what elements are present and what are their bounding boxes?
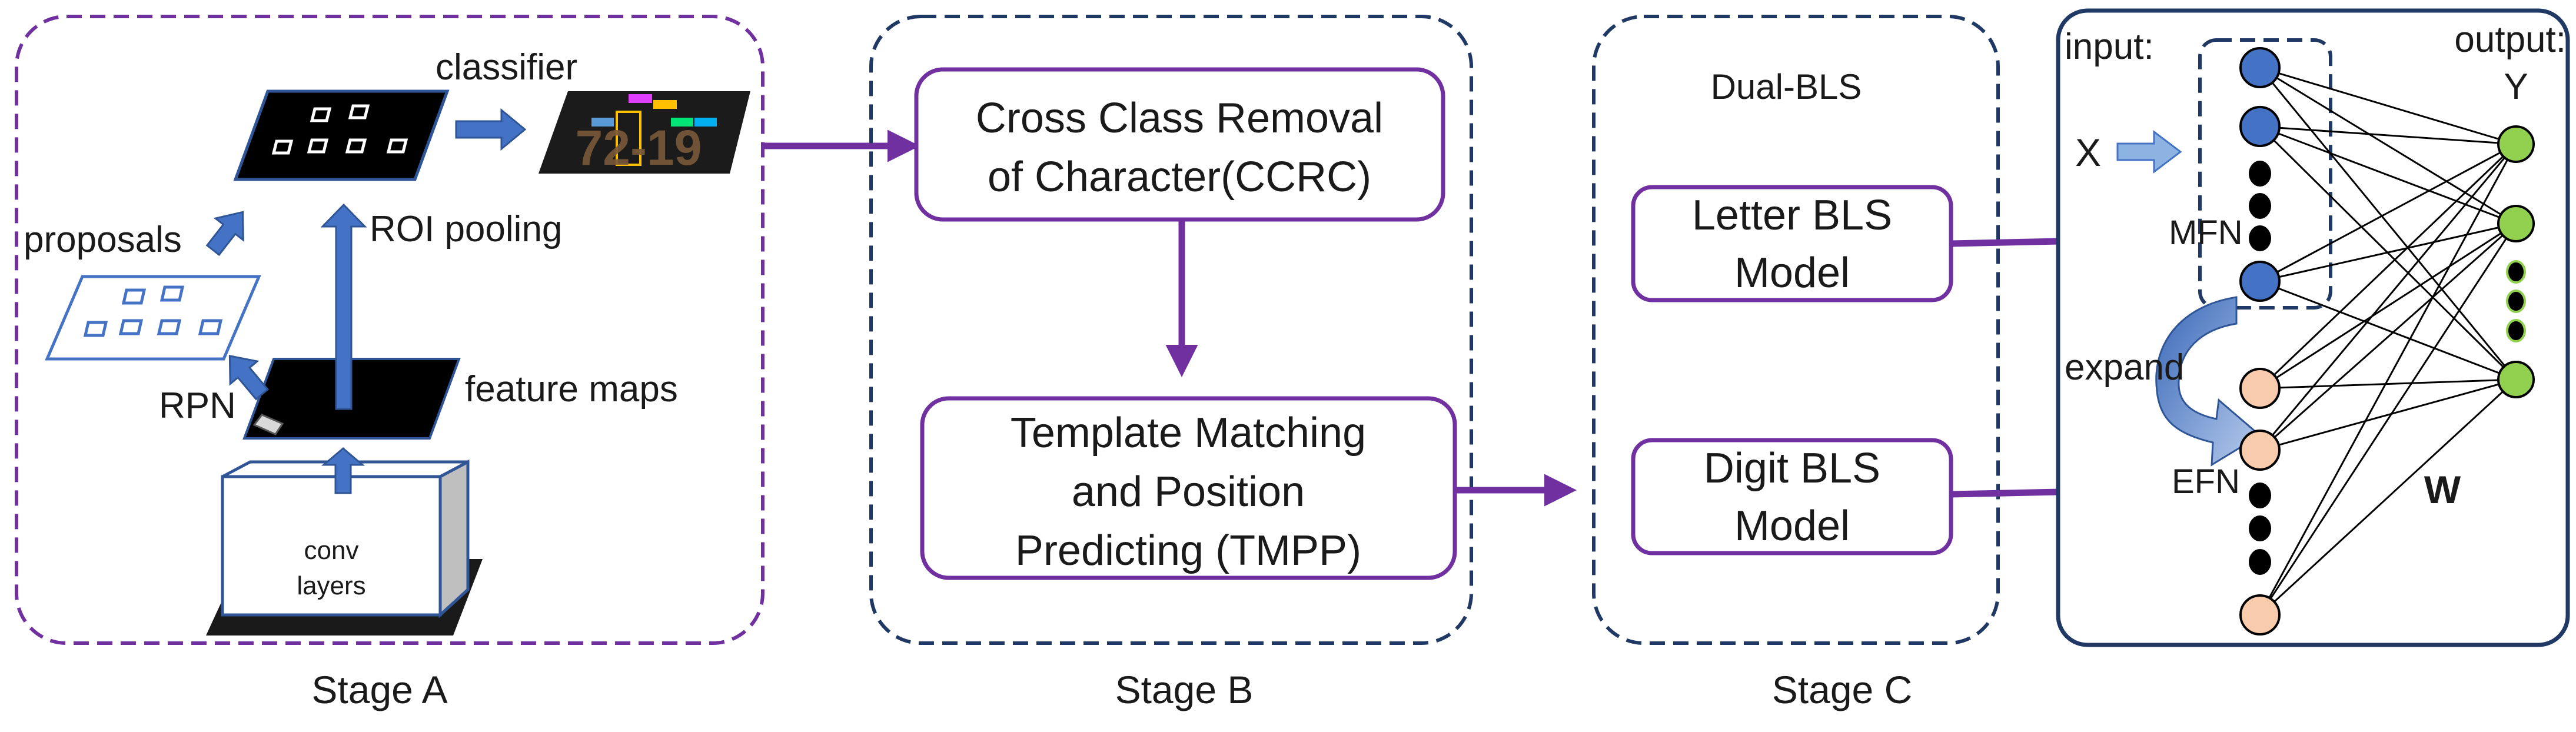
y-label: Y: [2504, 66, 2528, 107]
network-connections: [2259, 66, 2517, 616]
efn-label: EFN: [2172, 463, 2240, 501]
efn-node: [2239, 430, 2281, 471]
ccrc-line1: Cross Class Removal: [976, 95, 1383, 142]
conv-label-line1: conv: [304, 536, 359, 565]
conv-layers-block: conv layers: [206, 459, 483, 635]
mfn-nodes: [2239, 47, 2281, 302]
expand-label: expand: [2065, 347, 2184, 388]
output-node: [2497, 205, 2535, 242]
roi-pooling-arrow: [320, 203, 367, 410]
stage-b-frame: [869, 15, 1473, 645]
proposals-plane: [45, 275, 261, 361]
expand-arrow: [2155, 296, 2262, 467]
stage-a-caption: Stage A: [311, 668, 447, 711]
rpn-label: RPN: [159, 385, 236, 426]
stage-c-frame: [1592, 15, 2000, 645]
mfn-node: [2239, 261, 2281, 302]
ccrc-line2: of Character(CCRC): [988, 154, 1371, 201]
digit-bls-box: [1631, 438, 1953, 555]
plate-tag-yellow: [653, 100, 677, 109]
w-label: W: [2424, 468, 2461, 511]
output-node: [2497, 125, 2535, 163]
letter-bls-line1: Letter BLS: [1692, 192, 1892, 239]
roi-pooling-label: ROI pooling: [370, 209, 562, 249]
plate-tag-cyan: [694, 118, 717, 127]
mfn-node: [2239, 106, 2281, 147]
conv-box-front: [221, 475, 442, 617]
stage-c-caption: Stage C: [1772, 668, 1912, 711]
output-node: [2497, 361, 2535, 398]
mfn-label: MFN: [2169, 214, 2243, 252]
stage-a: conv layers feature maps RPN proposa: [15, 15, 765, 711]
digit-bls-line2: Model: [1734, 503, 1850, 550]
digit-bls-line1: Digit BLS: [1704, 445, 1880, 492]
tmpp-line1: Template Matching: [1011, 410, 1366, 457]
mfn-ellipsis: [2249, 161, 2271, 251]
efn-node: [2239, 368, 2281, 409]
output-nodes: [2497, 125, 2535, 398]
x-label: X: [2075, 131, 2101, 174]
classifier-label: classifier: [436, 47, 577, 88]
efn-node: [2239, 594, 2281, 635]
bls-network-panel: input: output: Y X: [2056, 8, 2570, 647]
output-label: output:: [2454, 19, 2566, 60]
classifier-arrow: [455, 108, 527, 151]
x-input-arrow: [2116, 129, 2182, 174]
proposals-arrow: [205, 211, 244, 257]
proposals-label: proposals: [24, 219, 182, 260]
plate-tag-green: [671, 118, 693, 127]
input-label: input:: [2065, 26, 2154, 67]
feature-maps-label: feature maps: [465, 369, 678, 410]
stage-a-frame: [15, 15, 765, 645]
rpn-arrow: [228, 355, 270, 401]
digit-to-network-connector: [1950, 488, 2060, 498]
plate-image: 72-19: [539, 91, 750, 175]
tmpp-line3: Predicting (TMPP): [1015, 527, 1361, 574]
conv-label-line2: layers: [297, 571, 365, 600]
conv-box-side: [438, 459, 470, 618]
rpn-pencil-icon: [252, 414, 284, 435]
roi-plane: [233, 89, 450, 181]
efn-ellipsis: [2249, 483, 2271, 575]
mfn-group-frame: [2198, 38, 2332, 310]
proposals-plane-outline: [45, 275, 261, 361]
letter-to-network-connector: [1950, 238, 2060, 247]
mfn-node: [2239, 47, 2281, 88]
letter-bls-line2: Model: [1734, 249, 1850, 297]
stage-b-caption: Stage B: [1115, 668, 1254, 711]
roi-boxes: [271, 104, 408, 155]
plate-tag-blue: [591, 118, 614, 127]
conv-to-feature-arrow: [321, 447, 365, 494]
dual-bls-title: Dual-BLS: [1711, 67, 1862, 107]
bls-panel-frame: [2056, 8, 2570, 647]
efn-nodes: [2239, 368, 2281, 635]
plate-highlight-yellow: [616, 111, 641, 166]
tmpp-line2: and Position: [1072, 468, 1305, 515]
plate-tag-magenta: [629, 94, 652, 103]
stage-c: Dual-BLS Letter BLS Model Digit BLS Mode…: [1592, 15, 2000, 711]
plate-characters: 72-19: [576, 120, 702, 175]
stage-b: Cross Class Removal of Character(CCRC) T…: [869, 15, 1473, 711]
plate-image-bg: [539, 91, 750, 174]
output-ellipsis: [2506, 260, 2526, 342]
proposal-boxes: [83, 285, 223, 337]
